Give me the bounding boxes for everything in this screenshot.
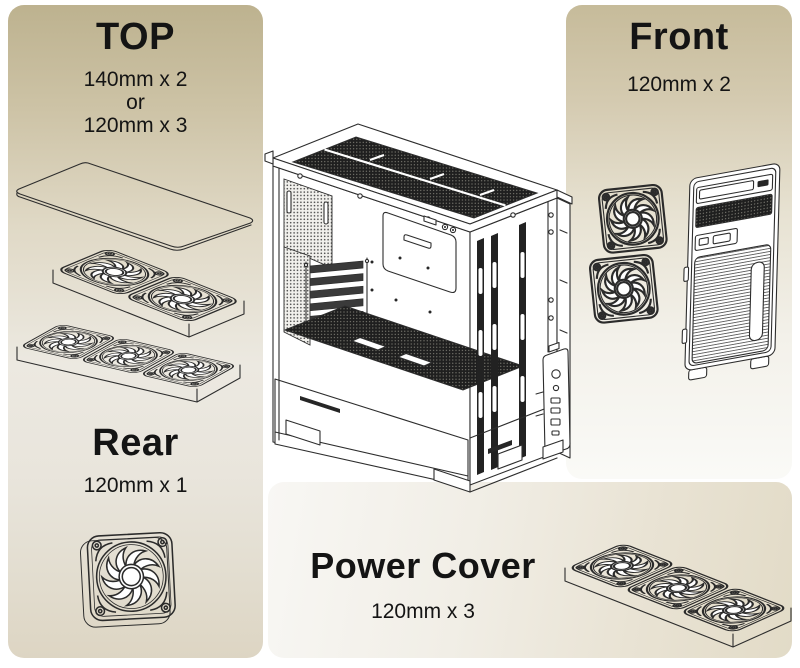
panel-top-rear-background	[8, 5, 263, 658]
section-top-spec: 140mm x 2 or 120mm x 3	[8, 68, 263, 137]
section-top-spec-line1: 140mm x 2	[83, 67, 188, 91]
section-top-spec-line3: 120mm x 3	[83, 113, 188, 137]
top-fans-140x2-illustration	[52, 249, 245, 338]
front-fans-120x2-illustration	[589, 184, 667, 323]
power-cover-fans-120x3-illustration	[564, 543, 792, 648]
section-top-spec-line2: or	[126, 90, 145, 114]
rear-fan-illustration	[79, 532, 176, 628]
section-rear: Rear 120mm x 1	[8, 422, 263, 497]
section-rear-title: Rear	[92, 422, 179, 464]
panel-power-cover-background	[268, 482, 792, 658]
section-rear-spec: 120mm x 1	[83, 473, 188, 497]
front-mesh-columns	[477, 222, 526, 475]
front-io-stand	[535, 341, 571, 456]
section-front-spec: 120mm x 2	[627, 72, 731, 96]
section-front: Front 120mm x 2	[566, 16, 792, 96]
case-illustration	[264, 123, 573, 493]
section-power-cover-title: Power Cover	[310, 545, 536, 586]
top-glass-panel-illustration	[16, 162, 254, 251]
section-front-title: Front	[629, 16, 729, 58]
section-top-title: TOP	[96, 16, 175, 58]
case-feet	[285, 419, 564, 493]
section-top: TOP 140mm x 2 or 120mm x 3	[8, 16, 263, 137]
section-power-cover: Power Cover 120mm x 3	[268, 545, 578, 624]
top-fans-120x3-illustration	[16, 324, 241, 403]
section-power-cover-spec: 120mm x 3	[371, 600, 475, 624]
front-bezel-illustration	[681, 163, 781, 381]
